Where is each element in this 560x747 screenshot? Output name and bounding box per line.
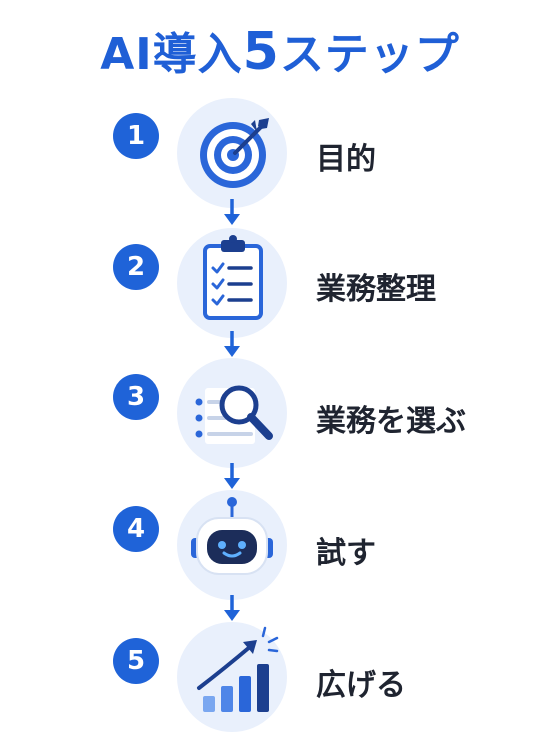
target-icon [200,118,269,188]
magnifier-list-icon [195,385,273,444]
title-prefix: AI導入 [100,29,243,80]
clipboard-checklist-icon [203,235,263,320]
step-5-number-badge: 5 [113,638,159,684]
step-5-label: 広げる [316,668,406,703]
arrow-down-icon [222,595,242,623]
step-3-label: 業務を選ぶ [316,404,466,439]
step-4-label: 試す [316,536,376,571]
arrow-down-icon [222,463,242,491]
step-3-icon-circle [177,358,287,468]
step-2-label: 業務整理 [316,272,436,307]
arrow-down-icon [222,331,242,359]
step-3-number-badge: 3 [113,374,159,420]
step-1-label: 目的 [316,142,376,177]
step-4-number-badge: 4 [113,506,159,552]
title-suffix: ステップ [279,29,460,80]
growth-chart-icon [197,626,279,712]
step-1-icon-circle [177,98,287,208]
title-number: 5 [242,22,280,82]
step-5-icon-circle [177,622,287,732]
step-2-icon-circle [177,228,287,338]
step-4-icon-circle [177,490,287,600]
step-1-number-badge: 1 [113,113,159,159]
step-2-number-badge: 2 [113,244,159,290]
arrow-down-icon [222,199,242,227]
robot-icon [191,497,273,575]
page-title: AI導入5ステップ [0,18,560,82]
